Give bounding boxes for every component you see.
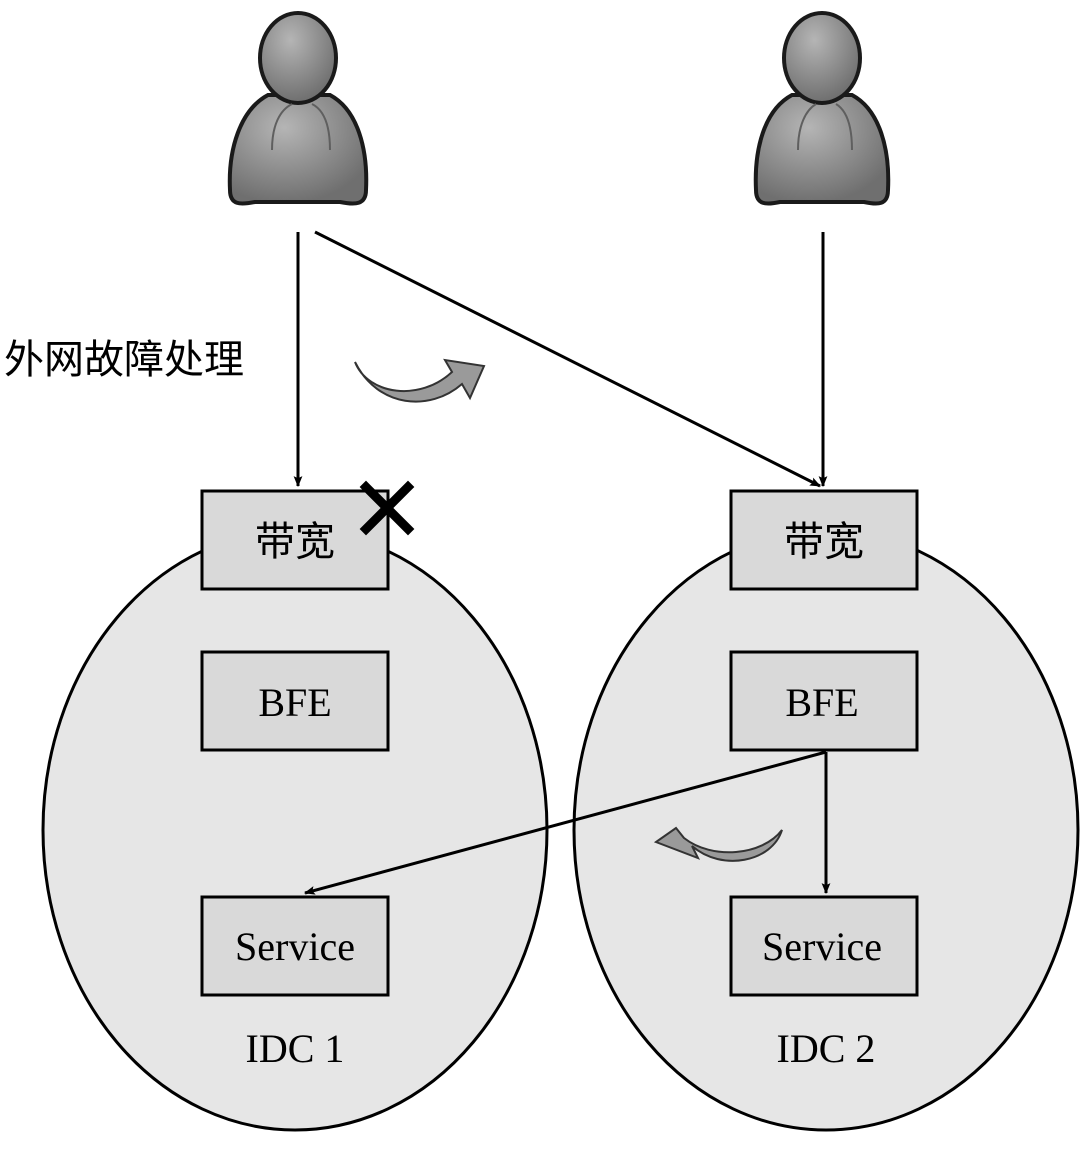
user-icon-right <box>753 11 891 206</box>
curved-arrow-icon-top <box>354 358 486 403</box>
idc2-bfe-box <box>729 650 919 752</box>
idc1-label: IDC 1 <box>246 1026 345 1071</box>
idc1-bfe-label: BFE <box>258 680 331 725</box>
idc2-label: IDC 2 <box>777 1026 876 1071</box>
idc2-bandwidth-box <box>729 489 919 591</box>
curved-arrow-icon-bottom <box>653 826 783 862</box>
idc1-bfe-box <box>200 650 390 752</box>
idc1-service-box <box>200 895 390 997</box>
page-title: 外网故障处理 <box>4 337 244 383</box>
idc1-bandwidth-box <box>200 489 390 591</box>
idc2-service-box <box>729 895 919 997</box>
idc2-service-label: Service <box>762 924 882 969</box>
arrow-bfe2-to-service1 <box>303 750 827 895</box>
x-mark-icon <box>359 480 415 536</box>
arrow-user1-to-idc2 <box>314 230 821 488</box>
idc1-bandwidth-label: 带宽 <box>255 519 335 565</box>
idc1-service-label: Service <box>235 924 355 969</box>
user-icon-left <box>227 11 369 206</box>
idc2-bfe-label: BFE <box>785 680 858 725</box>
idc2-bandwidth-label: 带宽 <box>784 519 864 565</box>
